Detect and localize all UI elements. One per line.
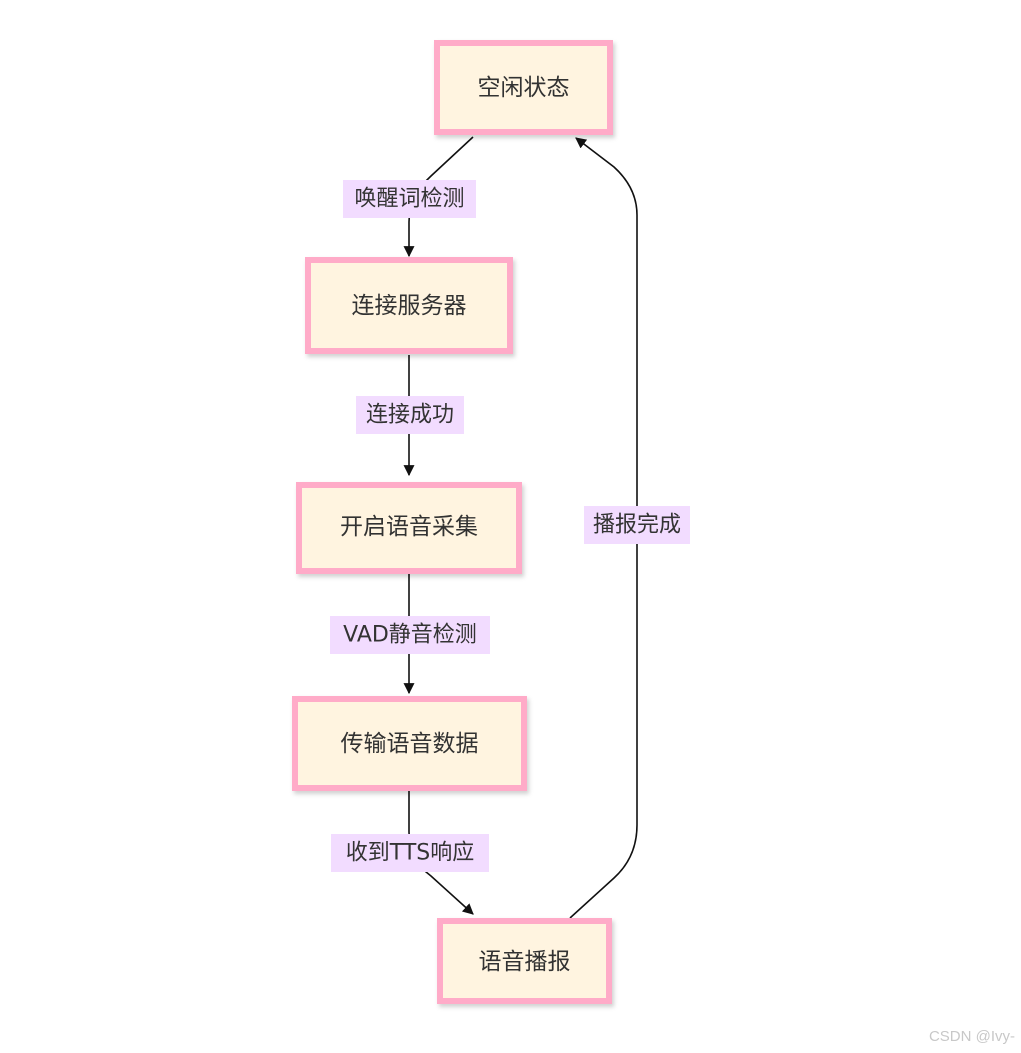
edge-label-connected: 连接成功 <box>356 396 464 434</box>
node-idle: 空闲状态 <box>434 40 613 135</box>
edge-label-tts-response-text: 收到TTS响应 <box>346 841 474 866</box>
watermark: CSDN @Ivy- <box>928 1028 1015 1045</box>
edge-label-playback-done-text: 播报完成 <box>593 513 681 538</box>
edge-label-connected-text: 连接成功 <box>366 403 454 428</box>
edge-label-playback-done: 播报完成 <box>584 506 690 544</box>
node-connect-server-label: 连接服务器 <box>352 293 467 319</box>
node-connect-server: 连接服务器 <box>305 257 513 354</box>
node-playback-label: 语音播报 <box>479 949 571 975</box>
node-transmit-data: 传输语音数据 <box>292 696 527 791</box>
node-start-capture: 开启语音采集 <box>296 482 522 574</box>
edge-label-wake-word-text: 唤醒词检测 <box>354 187 464 212</box>
edge-label-vad: VAD静音检测 <box>330 616 490 654</box>
edge-label-wake-word: 唤醒词检测 <box>343 180 476 218</box>
node-idle-label: 空闲状态 <box>478 75 570 101</box>
edge-label-tts-response: 收到TTS响应 <box>331 834 489 872</box>
edge-label-vad-text: VAD静音检测 <box>343 623 477 648</box>
node-playback: 语音播报 <box>437 918 612 1004</box>
node-start-capture-label: 开启语音采集 <box>340 514 478 540</box>
node-transmit-data-label: 传输语音数据 <box>341 731 479 757</box>
